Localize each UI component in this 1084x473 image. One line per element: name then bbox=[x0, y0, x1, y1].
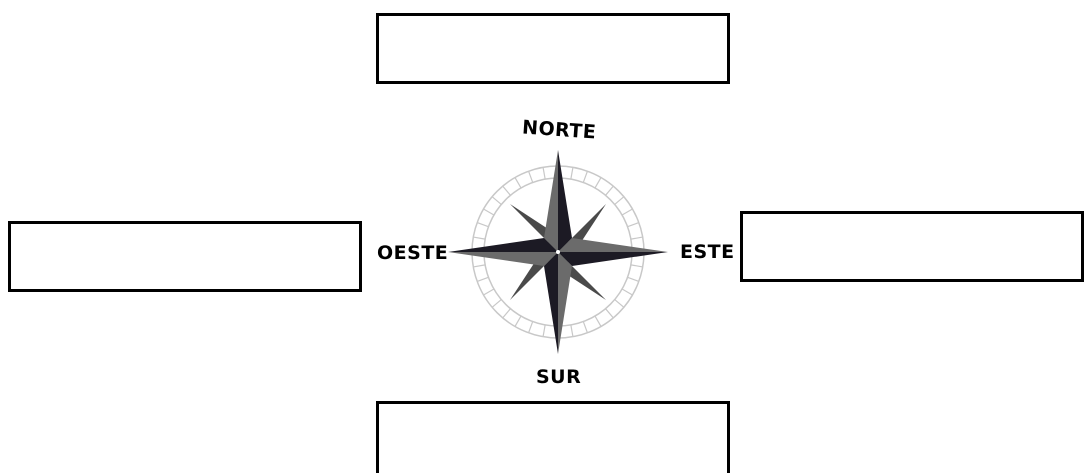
answer-box-east[interactable] bbox=[740, 211, 1084, 282]
compass-ring-tick bbox=[473, 265, 485, 267]
compass-ring-tick bbox=[477, 277, 488, 281]
compass-ring-tick bbox=[622, 289, 632, 295]
compass-ring-tick bbox=[571, 325, 573, 337]
compass-ring-tick bbox=[595, 316, 601, 326]
compass-ring-tick bbox=[484, 289, 494, 295]
compass-ring-tick bbox=[515, 178, 521, 188]
compass-ring-tick bbox=[571, 167, 573, 179]
compass-ring-tick bbox=[477, 223, 488, 227]
compass-ring-tick bbox=[473, 237, 485, 239]
compass-ring-tick bbox=[583, 322, 587, 333]
compass-ring-tick bbox=[484, 209, 494, 215]
compass-ring-tick bbox=[492, 300, 501, 308]
compass-ring-tick bbox=[583, 171, 587, 182]
compass-label-north: NORTE bbox=[521, 118, 596, 142]
compass-label-east: ESTE bbox=[680, 243, 735, 262]
compass-ring-tick bbox=[628, 277, 639, 281]
compass-center bbox=[556, 250, 560, 254]
compass-ring-tick bbox=[543, 167, 545, 179]
compass-ring-tick bbox=[631, 265, 643, 267]
compass-ring-tick bbox=[606, 309, 614, 318]
compass-ring-tick bbox=[606, 186, 614, 195]
compass-ring-tick bbox=[492, 197, 501, 205]
compass-ring-tick bbox=[503, 309, 511, 318]
compass-ring-tick bbox=[503, 186, 511, 195]
compass-rose-icon bbox=[448, 142, 668, 362]
compass-ring-tick bbox=[615, 197, 624, 205]
compass-ring-tick bbox=[543, 325, 545, 337]
compass-ring-tick bbox=[631, 237, 643, 239]
compass-ring-tick bbox=[622, 209, 632, 215]
answer-box-west[interactable] bbox=[8, 221, 362, 292]
compass-ring-tick bbox=[515, 316, 521, 326]
compass-ring-tick bbox=[628, 223, 639, 227]
compass-ring-tick bbox=[595, 178, 601, 188]
compass-ring-tick bbox=[529, 171, 533, 182]
answer-box-south[interactable] bbox=[376, 401, 730, 473]
compass-label-west: OESTE bbox=[377, 244, 448, 263]
answer-box-north[interactable] bbox=[376, 13, 730, 84]
compass-label-south: SUR bbox=[536, 368, 581, 387]
compass-ring-tick bbox=[529, 322, 533, 333]
compass-ring-tick bbox=[615, 300, 624, 308]
